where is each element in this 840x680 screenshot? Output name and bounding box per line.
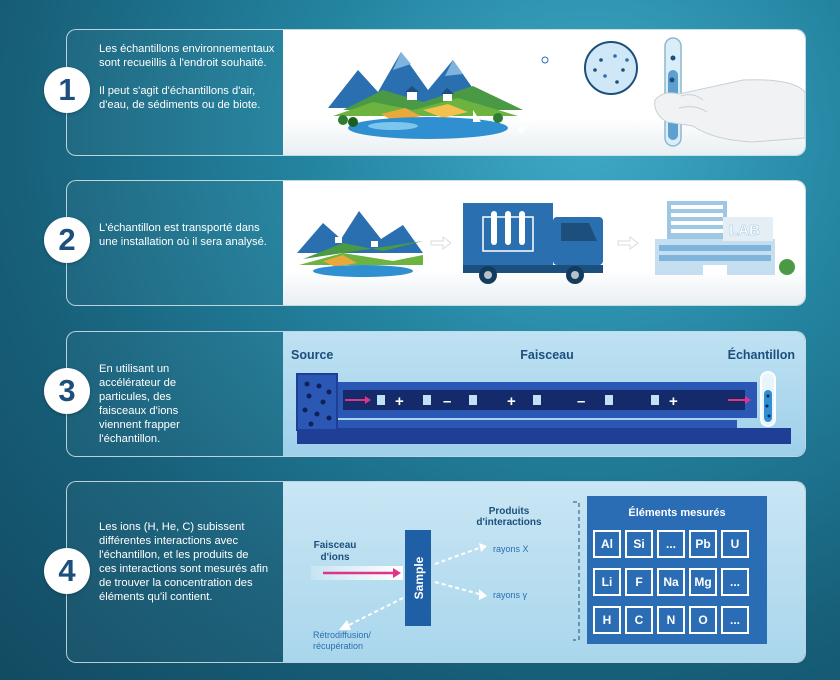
- element-cell: O: [698, 613, 707, 627]
- step-4-number-badge: 4: [44, 548, 90, 594]
- accelerator-diagram: Source Faisceau Échantillon: [291, 347, 795, 444]
- products-label-line-1: Produits: [489, 506, 530, 517]
- step-3-card: En utilisant un accélérateur de particul…: [66, 331, 806, 457]
- step-1-illustration: [283, 30, 805, 155]
- sample-block-label: Sample: [412, 556, 426, 599]
- step-1-description: Les échantillons environnementaux sont r…: [99, 42, 275, 112]
- backscatter-label-line-1: Rétrodiffusion/: [313, 630, 371, 640]
- step-2-card: L'échantillon est transporté dans une in…: [66, 180, 806, 306]
- ion-beam-label-line-1: Faisceau: [314, 540, 357, 551]
- step-4-text-1: Les ions (H, He, C) subissent différente…: [99, 521, 269, 603]
- element-cell: Al: [601, 537, 613, 551]
- element-cell: ...: [730, 613, 740, 627]
- charge-plus-3: +: [669, 393, 678, 410]
- charge-minus-1: –: [443, 393, 451, 410]
- element-cell: N: [667, 613, 676, 627]
- step-4-card: Les ions (H, He, C) subissent différente…: [66, 481, 806, 663]
- step-2-number-badge: 2: [44, 217, 90, 263]
- step-3-illustration: Source Faisceau Échantillon: [283, 332, 805, 456]
- charge-plus-1: +: [395, 393, 404, 410]
- step-1-card: Les échantillons environnementaux sont r…: [66, 29, 806, 156]
- element-cell: ...: [730, 575, 740, 589]
- step-1-number-badge: 1: [44, 67, 90, 113]
- element-cell: Li: [602, 575, 613, 589]
- step-2-illustration: LAB: [283, 181, 805, 305]
- sample-label: Échantillon: [728, 347, 795, 362]
- element-cell: Na: [663, 575, 679, 589]
- gamma-label: rayons γ: [493, 590, 528, 600]
- beam-label: Faisceau: [520, 348, 574, 362]
- step-3-description: En utilisant un accélérateur de particul…: [99, 362, 219, 446]
- products-label-line-2: d'interactions: [476, 517, 542, 528]
- elements-title: Éléments mesurés: [628, 506, 725, 519]
- step-3-text-1: En utilisant un accélérateur de particul…: [99, 363, 180, 445]
- step-2-text-1: L'échantillon est transporté dans une in…: [99, 222, 267, 248]
- element-cell: Si: [633, 537, 644, 551]
- step-2-description: L'échantillon est transporté dans une in…: [99, 221, 269, 249]
- element-cell: H: [603, 613, 612, 627]
- elements-grid: Al Si ... Pb U Li F Na Mg ...: [593, 530, 749, 634]
- transport-illustration: LAB: [297, 201, 795, 284]
- step-1-text-2: Il peut s'agit d'échantillons d'air, d'e…: [99, 85, 261, 111]
- step-1-text-1: Les échantillons environnementaux sont r…: [99, 43, 275, 69]
- charge-plus-2: +: [507, 393, 516, 410]
- element-cell: F: [635, 575, 642, 589]
- ion-beam-label-line-2: d'ions: [320, 552, 349, 563]
- lab-sign: LAB: [729, 222, 760, 239]
- xray-label: rayons X: [493, 544, 529, 554]
- interactions-diagram: Faisceau d'ions Sample Produits d'intera…: [311, 496, 767, 651]
- element-cell: Mg: [694, 575, 711, 589]
- backscatter-label-line-2: récupération: [313, 641, 363, 651]
- source-label: Source: [291, 348, 333, 362]
- step-3-number-badge: 3: [44, 368, 90, 414]
- step-4-illustration: Faisceau d'ions Sample Produits d'intera…: [283, 482, 805, 662]
- step-4-description: Les ions (H, He, C) subissent différente…: [99, 520, 269, 604]
- element-cell: C: [635, 613, 644, 627]
- landscape-illustration: [328, 37, 805, 147]
- element-cell: Pb: [695, 537, 710, 551]
- element-cell: U: [731, 537, 740, 551]
- charge-minus-2: –: [577, 393, 585, 410]
- element-cell: ...: [666, 537, 676, 551]
